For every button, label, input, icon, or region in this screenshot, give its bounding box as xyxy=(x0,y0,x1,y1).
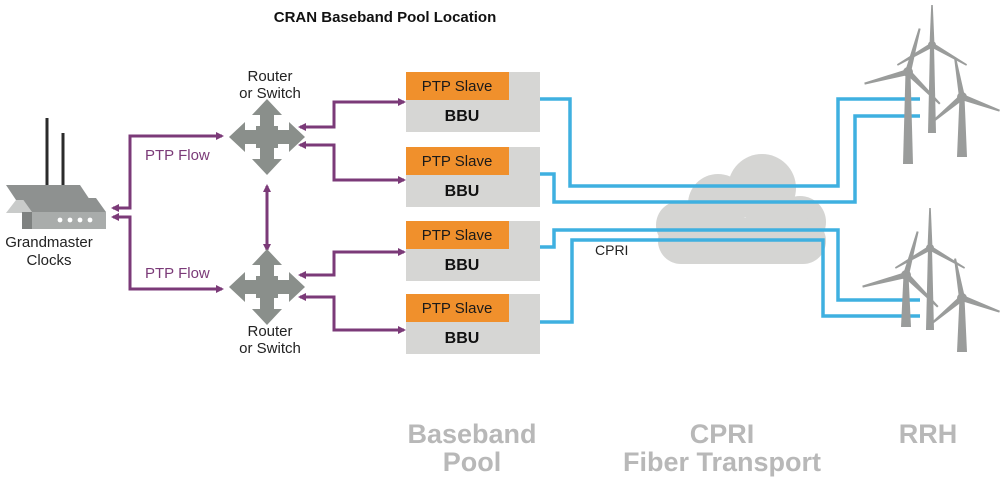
ptp-flow-label-1: PTP Flow xyxy=(145,147,210,164)
bbu-label: BBU xyxy=(445,330,480,347)
fiber-link-2 xyxy=(540,114,920,204)
section-rrh: RRH xyxy=(899,419,958,449)
router-1-label-line2: or Switch xyxy=(239,85,301,102)
diagram-title: CRAN Baseband Pool Location xyxy=(274,9,497,26)
ptp-slave-label: PTP Slave xyxy=(422,227,493,244)
fiber-cloud xyxy=(656,154,826,264)
ptp-slave-label: PTP Slave xyxy=(422,300,493,317)
wind-turbine-icon xyxy=(930,258,1000,352)
fiber-link-3 xyxy=(540,228,920,302)
router-icon xyxy=(229,99,305,175)
bbu-label: BBU xyxy=(445,108,480,125)
ptp-link-router1-bbu1 xyxy=(298,98,406,131)
fiber-link-4 xyxy=(540,238,920,324)
ptp-slave-label: PTP Slave xyxy=(422,153,493,170)
wind-turbine-icon xyxy=(862,231,939,327)
bbu-unit-2: PTP Slave BBU xyxy=(406,147,540,207)
wind-turbine-icon xyxy=(930,57,1000,157)
fiber-link-1 xyxy=(540,97,920,188)
bbu-label: BBU xyxy=(445,183,480,200)
wind-turbine-icon xyxy=(864,28,941,164)
router-icon xyxy=(229,249,305,325)
section-cpri-line2: Fiber Transport xyxy=(623,447,821,477)
bbu-unit-4: PTP Slave BBU xyxy=(406,294,540,354)
cpri-label: CPRI xyxy=(595,242,628,258)
section-baseband-line2: Pool xyxy=(443,447,502,477)
ptp-slave-label: PTP Slave xyxy=(422,78,493,95)
section-baseband-line1: Baseband xyxy=(407,419,536,449)
ptp-link-router2-bbu4 xyxy=(298,293,406,334)
bbu-unit-1: PTP Slave BBU xyxy=(406,72,540,132)
bbu-unit-3: PTP Slave BBU xyxy=(406,221,540,281)
bbu-label: BBU xyxy=(445,257,480,274)
fiber-links xyxy=(540,97,920,324)
ptp-link-gm-router2 xyxy=(111,213,224,293)
grandmaster-label-line2: Clocks xyxy=(26,252,71,269)
router-1-label-line1: Router xyxy=(247,68,292,85)
grandmaster-label-line1: Grandmaster xyxy=(5,234,93,251)
ptp-link-router1-bbu2 xyxy=(298,141,406,184)
section-cpri-line1: CPRI xyxy=(690,419,755,449)
ptp-links xyxy=(111,98,406,334)
ptp-flow-label-2: PTP Flow xyxy=(145,265,210,282)
wind-turbine-group-top xyxy=(864,5,1000,164)
wind-turbine-group-bottom xyxy=(862,208,1000,352)
router-2-label-line1: Router xyxy=(247,323,292,340)
ptp-link-router2-bbu3 xyxy=(298,248,406,279)
ptp-link-gm-router1 xyxy=(111,132,224,212)
router-2-label-line2: or Switch xyxy=(239,340,301,357)
wind-turbine-icon xyxy=(896,5,968,133)
grandmaster-clocks-icon xyxy=(6,118,106,229)
